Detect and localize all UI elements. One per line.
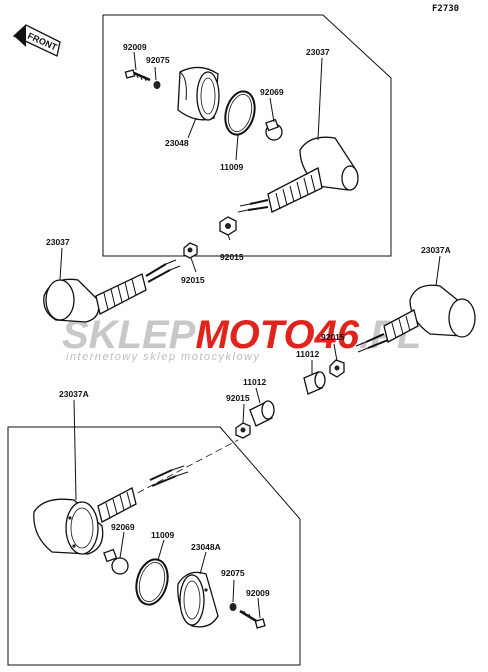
lower-gasket-part: [135, 558, 169, 606]
left-assembly-part: [43, 259, 181, 323]
right-cap-part: [303, 371, 326, 395]
upper-lens-part: [177, 66, 220, 121]
right-assembly-part: [355, 284, 476, 353]
lower-bulb-part: [103, 548, 129, 575]
lower-nut-part: [235, 422, 251, 439]
label-lower-nut: 92015: [226, 393, 250, 403]
watermark-brand: SKLEPMOTO46.PL: [62, 313, 421, 357]
label-lower-cap: 11012: [243, 377, 266, 387]
watermark-tagline: internetowy sklep motocyklowy: [66, 351, 261, 363]
lower-housing-part: [33, 487, 137, 555]
label-lower-washer: 92075: [221, 568, 245, 578]
label-right-nut: 92015: [321, 332, 345, 342]
right-nut-part: [329, 359, 345, 378]
left-nut-part: [183, 242, 198, 259]
upper-nut-part: [219, 216, 237, 236]
label-lower-bulb: 92069: [111, 522, 135, 532]
upper-gasket-part: [224, 90, 256, 136]
upper-washer-part: [153, 81, 161, 89]
upper-bolt-part: [124, 69, 151, 82]
leader-lines: [59, 51, 441, 619]
lower-bolt-part: [239, 609, 266, 629]
label-left-nut: 92015: [181, 275, 205, 285]
label-left-assembly: 23037: [46, 237, 70, 247]
label-upper-assembly: 23037: [306, 47, 330, 57]
diagram-code: F2730: [432, 4, 459, 14]
label-upper-bolt: 92009: [123, 42, 147, 52]
label-lower-bolt: 92009: [246, 588, 270, 598]
lower-washer-part: [229, 603, 237, 611]
label-upper-nut: 92015: [220, 252, 244, 262]
label-upper-washer: 92075: [146, 55, 170, 65]
lower-wires-part: [149, 465, 189, 487]
label-lower-assembly: 23037A: [59, 389, 89, 399]
label-lower-gasket: 11009: [151, 530, 174, 540]
upper-assembly-frame: [102, 14, 392, 257]
front-arrow-icon: FRONT: [12, 24, 61, 57]
label-right-cap: 11012: [296, 349, 319, 359]
label-upper-gasket: 11009: [220, 162, 243, 172]
watermark: SKLEPMOTO46.PL internetowy sklep motocyk…: [62, 313, 421, 363]
lower-lens-part: [177, 571, 219, 628]
label-upper-bulb: 92069: [260, 87, 284, 97]
label-upper-lens: 23048: [165, 138, 189, 148]
upper-bulb-part: [265, 118, 283, 141]
lower-assembly-frame: [7, 426, 301, 666]
label-right-assembly: 23037A: [421, 245, 451, 255]
lower-cap-part: [249, 400, 275, 427]
label-lower-lens: 23048A: [191, 542, 221, 552]
upper-housing-part: [237, 136, 359, 213]
